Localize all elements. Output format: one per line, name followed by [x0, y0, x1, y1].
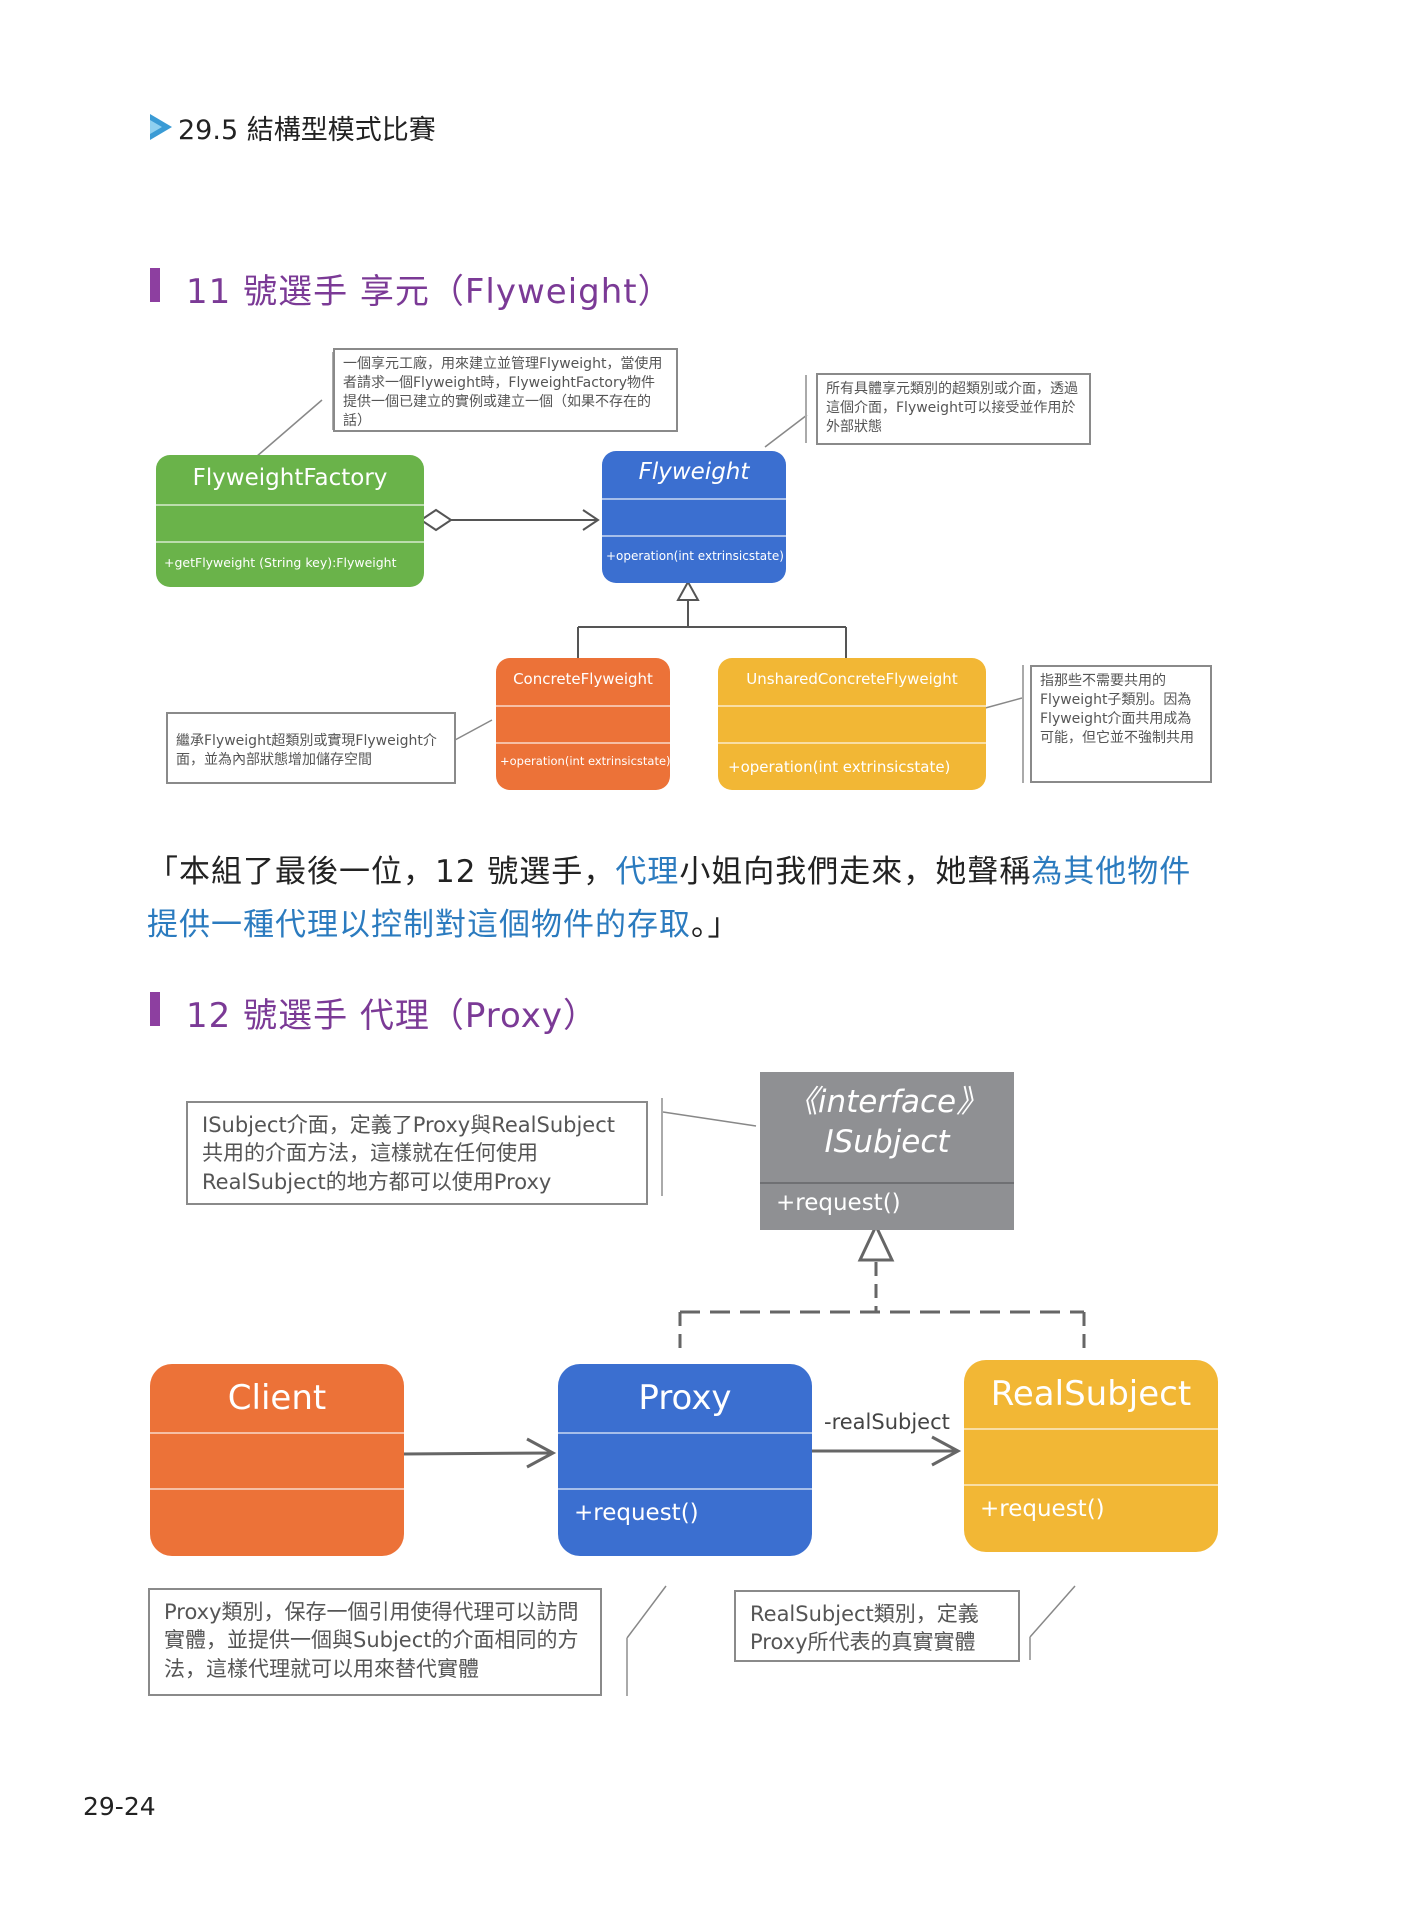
paragraph-highlight: 代理 [615, 854, 680, 890]
note-concrete-flyweight: 繼承Flyweight超類別或實現Flyweight介面，並為內部狀態增加儲存空… [166, 712, 456, 784]
class-method: +operation(int extrinsicstate) [606, 549, 784, 563]
note-unshared-flyweight: 指那些不需要共用的Flyweight子類別。因為Flyweight介面共用成為可… [1030, 665, 1212, 783]
paragraph-text: 「本組了最後一位，12 號選手， [147, 854, 616, 890]
body-paragraph: 「本組了最後一位，12 號選手，代理小姐向我們走來，她聲稱為其他物件提供一種代理… [147, 846, 1257, 952]
section-bar [150, 268, 160, 302]
class-method: +request() [776, 1190, 901, 1216]
class-method: +request() [574, 1500, 699, 1526]
note-flyweight: 所有具體享元類別的超類別或介面，透過這個介面，Flyweight可以接受並作用於… [816, 373, 1091, 445]
interface-stereotype: 《interface》 [786, 1084, 988, 1120]
note-flyweight-factory: 一個享元工廠，用來建立並管理Flyweight，當使用者請求一個Flyweigh… [333, 348, 678, 432]
paragraph-highlight: 為其他物件 [1031, 854, 1192, 890]
class-method: +operation(int extrinsicstate) [728, 758, 951, 776]
paragraph-text: 小姐向我們走來，她聲稱 [679, 854, 1032, 890]
class-name: FlyweightFactory [192, 465, 388, 491]
class-flyweight: Flyweight +operation(int extrinsicstate) [602, 451, 786, 583]
page-number: 29-24 [83, 1792, 156, 1821]
class-name: ConcreteFlyweight [513, 670, 653, 688]
class-method: +operation(int extrinsicstate) [500, 754, 670, 768]
chapter-header: 29.5 結構型模式比賽 [178, 115, 436, 146]
class-name: Client [227, 1378, 327, 1418]
class-name: Proxy [638, 1378, 732, 1418]
note-isubject: ISubject介面，定義了Proxy與RealSubject共用的介面方法，這… [186, 1101, 648, 1205]
class-name: ISubject [824, 1124, 950, 1160]
class-name: Flyweight [638, 459, 750, 485]
class-realsubject: RealSubject +request() [964, 1360, 1218, 1552]
section-bar [150, 992, 160, 1026]
paragraph-highlight: 提供一種代理以控制對這個物件的存取 [147, 907, 691, 943]
class-name: RealSubject [990, 1374, 1192, 1414]
note-proxy: Proxy類別，保存一個引用使得代理可以訪問實體，並提供一個與Subject的介… [148, 1588, 602, 1696]
note-realsubject: RealSubject類別，定義Proxy所代表的真實實體 [734, 1590, 1020, 1662]
interface-isubject: 《interface》 ISubject +request() [760, 1072, 1014, 1230]
chapter-arrow-icon [150, 114, 172, 140]
class-unshared-concrete-flyweight: UnsharedConcreteFlyweight +operation(int… [718, 658, 986, 790]
class-name: UnsharedConcreteFlyweight [746, 670, 958, 688]
association-label: -realSubject [824, 1410, 950, 1434]
class-method: +request() [980, 1496, 1105, 1522]
paragraph-text: 。」 [691, 907, 740, 943]
section-title-proxy: 12 號選手 代理（Proxy） [186, 996, 599, 1036]
class-client: Client [150, 1364, 404, 1556]
class-flyweight-factory: FlyweightFactory +getFlyweight (String k… [156, 455, 424, 587]
section-title-flyweight: 11 號選手 享元（Flyweight） [186, 272, 673, 312]
class-proxy: Proxy +request() [558, 1364, 812, 1556]
class-method: +getFlyweight (String key):Flyweight [164, 555, 397, 570]
class-concrete-flyweight: ConcreteFlyweight +operation(int extrins… [496, 658, 670, 790]
